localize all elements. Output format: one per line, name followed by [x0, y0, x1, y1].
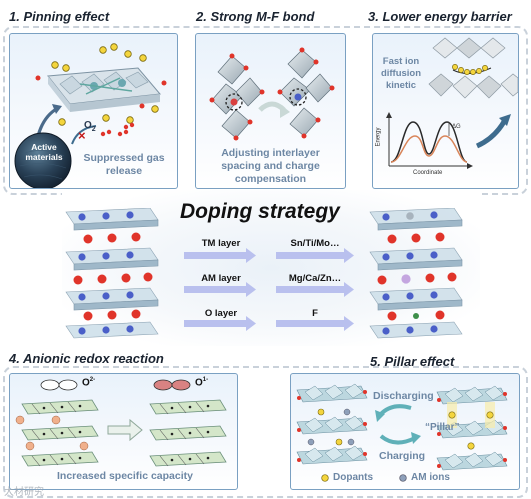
pillar-effect-panel: Discharging Charging “Pillar” Dopants AM…	[290, 373, 520, 490]
am-dopant-label: Mg/Ca/Zn…	[288, 273, 342, 284]
mf-bond-caption: Adjusting interlayer spacing and charge …	[221, 147, 320, 185]
delta-g-label: ΔG	[452, 124, 461, 130]
anionic-redox-panel: O2- O1- Increased specific capacity	[9, 373, 238, 490]
pillar-effect-title: 5. Pillar effect	[370, 354, 455, 369]
strong-mf-bond-panel: Adjusting interlayer spacing and charge …	[195, 33, 346, 189]
o2minus-label: O2-	[82, 377, 95, 388]
tm-layer-label: TM layer	[201, 238, 241, 249]
doped-structure	[369, 208, 463, 339]
legend-am-ions-label: AM ions	[411, 472, 450, 483]
energy-axis-label: Energy	[375, 127, 382, 147]
fast-ion-diffusion-caption: Fast ion diffusion kinetic	[380, 56, 422, 91]
doping-strategy-title: Doping strategy	[180, 200, 340, 223]
o2minus-charge: 2-	[89, 377, 96, 383]
energy-barrier-illustration	[386, 37, 518, 169]
pillar-label: “Pillar”	[425, 422, 460, 433]
doping-arrows	[184, 248, 354, 331]
discharging-label: Discharging	[373, 390, 434, 402]
strong-mf-bond-title: 2. Strong M-F bond	[196, 9, 315, 24]
svg-text:×: ×	[78, 128, 86, 143]
o-layer-label: O layer	[204, 308, 238, 319]
anionic-redox-title: 4. Anionic redox reaction	[9, 351, 164, 366]
legend-dopants-label: Dopants	[333, 472, 373, 483]
anionic-redox-illustration	[15, 379, 227, 467]
pinning-effect-title: 1. Pinning effect	[9, 9, 110, 24]
increased-capacity-caption: Increased specific capacity	[57, 470, 193, 482]
charging-label: Charging	[379, 450, 426, 462]
o-dopant-label: F	[312, 308, 318, 319]
active-materials-label: Active materials	[25, 142, 63, 162]
coordinate-axis-label: Coordinate	[413, 170, 443, 176]
o1minus-symbol: O	[195, 377, 203, 389]
pillar-effect-illustration	[296, 383, 508, 482]
mf-bond-illustration	[209, 47, 335, 141]
o2-symbol: O	[84, 120, 92, 131]
lower-energy-barrier-panel: Fast ion diffusion kinetic ΔG Energy Coo…	[372, 33, 519, 189]
o1minus-charge: 1-	[202, 377, 209, 383]
am-layer-label: AM layer	[201, 273, 241, 284]
o2-label: O2	[84, 120, 96, 133]
o2-subscript: 2	[91, 126, 96, 133]
o2minus-symbol: O	[82, 377, 90, 389]
suppressed-gas-release-caption: Suppressed gas release	[83, 152, 165, 177]
tm-dopant-label: Sn/Ti/Mo…	[290, 238, 340, 249]
pinning-effect-panel: × Active materials O2 Suppressed gas rel…	[9, 33, 178, 189]
o1minus-label: O1-	[195, 377, 208, 388]
pristine-structure	[65, 208, 159, 339]
lower-energy-barrier-title: 3. Lower energy barrier	[368, 9, 512, 24]
pinning-effect-illustration: ×	[14, 43, 167, 188]
watermark: 大材研究	[4, 487, 44, 498]
